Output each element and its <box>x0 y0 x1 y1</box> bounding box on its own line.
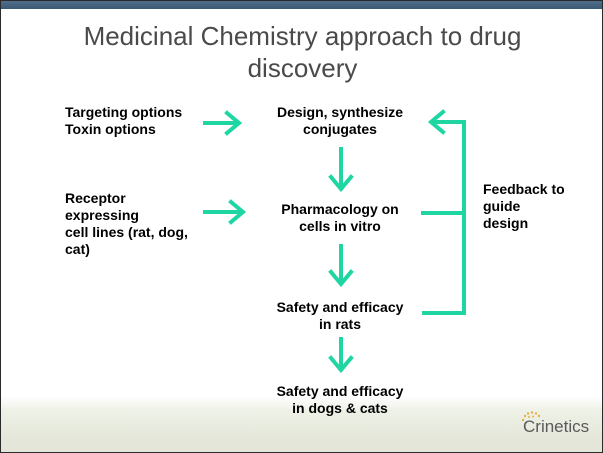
arrow-pharmacology-to-rats <box>328 244 354 288</box>
top-band <box>1 1 602 9</box>
logo-wordmark: Crinetics <box>523 417 590 436</box>
slide-title: Medicinal Chemistry approach to drug dis… <box>83 21 522 83</box>
input-targeting-toxin: Targeting options Toxin options <box>65 104 183 137</box>
step-safety-rats: Safety and efficacy in rats <box>276 299 404 332</box>
step-pharmacology: Pharmacology on cells in vitro <box>281 201 399 234</box>
arrow-receptor-to-pharmacology <box>203 199 247 225</box>
feedback-bracket <box>421 109 466 315</box>
arrow-design-to-pharmacology <box>328 147 354 193</box>
input-receptor-cell-lines: Receptor expressing cell lines (rat, dog… <box>65 190 188 257</box>
step-safety-dogs-cats: Safety and efficacy in dogs & cats <box>276 383 404 416</box>
logo-dots-icon <box>521 411 541 422</box>
step-design-synthesize: Design, synthesize conjugates <box>276 104 404 137</box>
arrow-rats-to-dogs-cats <box>328 337 354 374</box>
feedback-label: Feedback to guide design <box>483 181 565 231</box>
arrow-targeting-to-design <box>203 110 243 136</box>
company-logo: Crinetics <box>509 409 595 445</box>
